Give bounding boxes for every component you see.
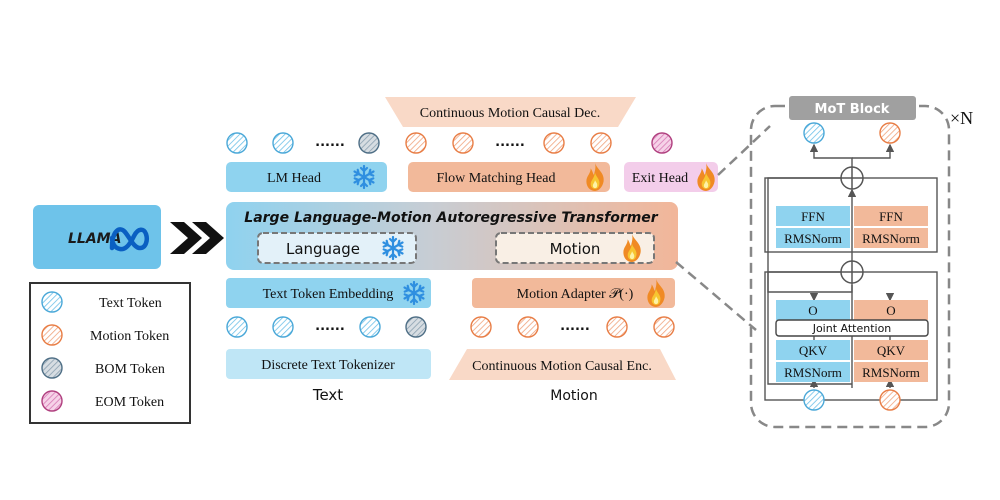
decoder-label: Continuous Motion Causal Dec.: [420, 106, 600, 121]
repeat-count: ×N: [950, 108, 973, 128]
motion-expert: [495, 232, 655, 264]
llama-block: LLAMA: [33, 205, 161, 269]
ffn-text-label: FFN: [801, 209, 825, 224]
legend-eom-token-label: EOM Token: [95, 395, 164, 410]
qkv-text: [776, 340, 850, 360]
ffn-motion-label: FFN: [879, 209, 903, 224]
text-token: [272, 316, 294, 338]
double-chevron-icon: [170, 222, 224, 254]
zoom-line-bottom: [675, 261, 757, 331]
input-token-row: ...... ......: [226, 316, 675, 338]
rmsnorm-text: [776, 362, 850, 382]
o-text-label: O: [808, 303, 817, 318]
motion-token: [653, 316, 675, 338]
text-caption: Text: [312, 386, 343, 404]
text-embedding-label: Text Token Embedding: [263, 287, 394, 302]
legend-eom-token-swatch: [41, 390, 63, 412]
motion-token: [606, 316, 628, 338]
motion-token: [879, 122, 901, 144]
ellipsis: ......: [495, 135, 525, 150]
text-token: [226, 132, 248, 154]
ffn-text: [776, 206, 850, 226]
exit-head: Exit Head: [624, 162, 718, 192]
motion-caption: Motion: [550, 388, 597, 404]
rmsnorm-text-label: RMSNorm: [784, 365, 842, 380]
lm-head-label: LM Head: [267, 171, 321, 186]
text-token: [803, 389, 825, 411]
motion-token: [590, 132, 612, 154]
flow-head-label: Flow Matching Head: [437, 171, 556, 186]
discrete-text-tokenizer: Discrete Text Tokenizer: [226, 349, 431, 379]
qkv-text-label: QKV: [799, 343, 828, 358]
mot-title: MoT Block: [815, 102, 890, 117]
motion-label: Motion: [550, 240, 601, 258]
transformer-title: Large Language-Motion Autoregressive Tra…: [244, 210, 659, 226]
qkv-motion: [854, 340, 928, 360]
llama-label: LLAMA: [68, 231, 121, 247]
o-text: [776, 300, 850, 320]
ellipsis: ......: [315, 319, 345, 334]
ffn-motion: [854, 206, 928, 226]
o-motion: [854, 300, 928, 320]
mot-title-badge: [789, 96, 916, 120]
motion-decoder: Continuous Motion Causal Dec.: [385, 97, 636, 127]
motion-token: [470, 316, 492, 338]
rmsnorm-motion: [854, 228, 928, 248]
motion-token: [879, 389, 901, 411]
meta-logo-icon: [109, 227, 149, 252]
legend-motion-token-swatch: [41, 324, 63, 346]
bom-token: [405, 316, 427, 338]
legend-bom-token-label: BOM Token: [95, 362, 165, 377]
rmsnorm-text-label: RMSNorm: [784, 231, 842, 246]
text-token: [359, 316, 381, 338]
motion-token: [517, 316, 539, 338]
encoder-label: Continuous Motion Causal Enc.: [472, 359, 652, 374]
exit-head-label: Exit Head: [632, 171, 688, 186]
text-token: [272, 132, 294, 154]
zoom-line-top: [717, 125, 771, 176]
lm-head: LM Head: [226, 162, 387, 192]
o-motion-label: O: [886, 303, 895, 318]
language-label: Language: [286, 240, 360, 258]
ellipsis: ......: [315, 135, 345, 150]
text-token: [803, 122, 825, 144]
rmsnorm-text: [776, 228, 850, 248]
text-token: [226, 316, 248, 338]
motion-adapter-label: Motion Adapter 𝒫(·): [517, 287, 634, 302]
motion-adapter: Motion Adapter 𝒫(·): [472, 278, 675, 308]
joint-attention: [775, 319, 929, 337]
transformer-block: Large Language-Motion Autoregressive Tra…: [226, 202, 678, 270]
rmsnorm-motion-label: RMSNorm: [862, 231, 920, 246]
language-expert: [257, 232, 417, 264]
legend-text-token-label: Text Token: [99, 296, 162, 311]
ellipsis: ......: [560, 319, 590, 334]
motion-token: [452, 132, 474, 154]
eom-token: [651, 132, 673, 154]
bom-token: [358, 132, 380, 154]
motion-token: [405, 132, 427, 154]
motion-encoder: Continuous Motion Causal Enc.: [449, 349, 676, 380]
flow-matching-head: Flow Matching Head: [408, 162, 610, 192]
joint-attention-label: Joint Attention: [812, 322, 892, 335]
mot-block: MoT Block ×N FFN FFN: [749, 96, 973, 429]
legend-bom-token-swatch: [41, 357, 63, 379]
legend-motion-token-label: Motion Token: [90, 329, 169, 344]
legend: Text Token Motion Token BOM Token EOM To…: [29, 282, 191, 424]
output-token-row: ...... ......: [226, 132, 673, 154]
rmsnorm-motion: [854, 362, 928, 382]
rmsnorm-motion-label: RMSNorm: [862, 365, 920, 380]
text-tokenizer-label: Discrete Text Tokenizer: [261, 358, 395, 373]
motion-token: [543, 132, 565, 154]
legend-text-token-swatch: [41, 291, 63, 313]
text-token-embedding: Text Token Embedding: [226, 278, 431, 308]
qkv-motion-label: QKV: [877, 343, 906, 358]
